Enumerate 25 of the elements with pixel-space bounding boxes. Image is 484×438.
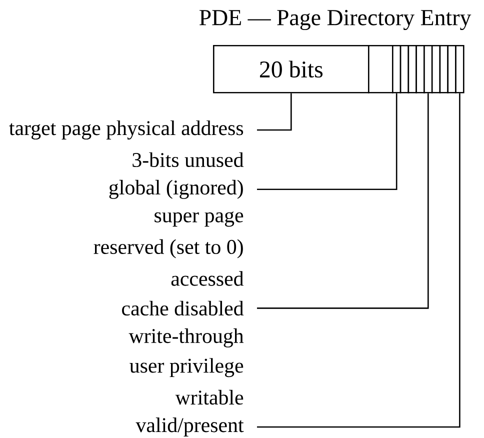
field-label: user privilege bbox=[130, 358, 244, 378]
bit-field bbox=[408, 44, 417, 94]
leader-line bbox=[257, 93, 429, 309]
field-label: valid/present bbox=[136, 418, 244, 436]
field-label: global (ignored) bbox=[109, 180, 243, 199]
field-label: write-through bbox=[128, 328, 244, 348]
field-label: cache disabled bbox=[122, 300, 244, 316]
leader-line bbox=[257, 93, 460, 428]
field-label: super page bbox=[154, 211, 244, 227]
bit-field bbox=[392, 44, 402, 94]
bit-field bbox=[455, 44, 464, 94]
bit-field bbox=[400, 44, 410, 94]
leader-line bbox=[257, 93, 398, 190]
bit-field bbox=[416, 44, 425, 94]
leader-line bbox=[257, 93, 292, 131]
bit-field bbox=[447, 44, 456, 94]
bit-field bbox=[439, 44, 449, 94]
bit-field bbox=[424, 44, 433, 94]
field-label: writable bbox=[175, 390, 244, 405]
field-label: 3-bits unused bbox=[132, 152, 244, 168]
field-label: target page physical address bbox=[9, 120, 244, 140]
field-label: reserved (set to 0) bbox=[94, 239, 243, 258]
title: PDE — Page Directory Entry bbox=[199, 10, 472, 30]
bit-field bbox=[431, 44, 441, 94]
field-label: accessed bbox=[171, 271, 244, 286]
